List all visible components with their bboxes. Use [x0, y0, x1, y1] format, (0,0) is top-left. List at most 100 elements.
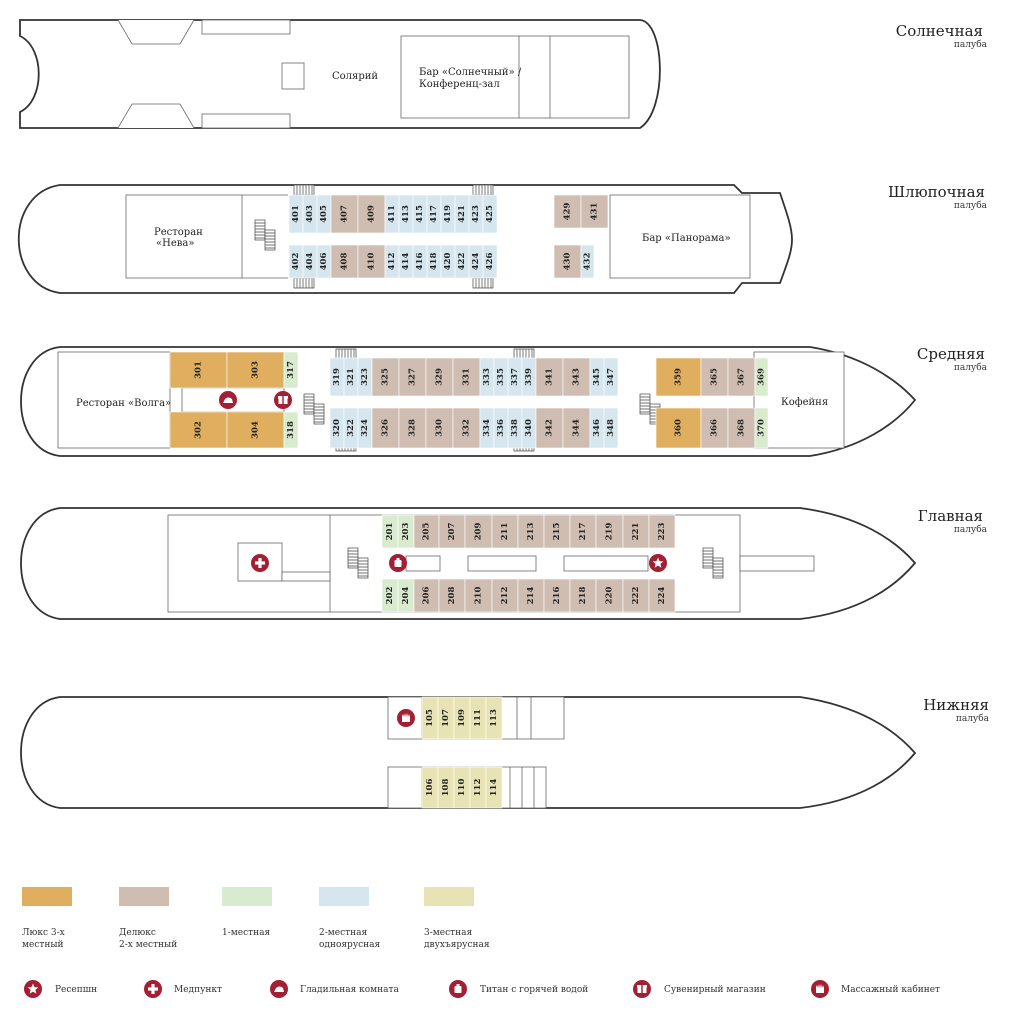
cabin-number: 404	[305, 253, 315, 271]
cabin-number: 114	[489, 779, 499, 797]
cabin-359[interactable]	[655, 357, 702, 397]
cabin-number: 218	[578, 587, 588, 605]
cabin-number: 368	[737, 419, 747, 437]
cabin-number: 107	[441, 709, 451, 727]
cabin-number: 403	[305, 205, 315, 223]
cabin-224[interactable]	[648, 578, 676, 613]
cabin-426[interactable]	[482, 244, 498, 279]
cabin-214[interactable]	[517, 578, 545, 613]
legend-icon-label: Ресепшн	[55, 985, 97, 995]
cabin-347[interactable]	[603, 357, 619, 397]
cabin-number: 346	[592, 419, 602, 437]
deck-subtitle: палуба	[954, 362, 988, 373]
cabin-409[interactable]	[357, 194, 386, 234]
stairs-icon	[293, 277, 315, 289]
corridor	[281, 571, 331, 582]
star-icon	[24, 980, 42, 998]
cabin-304[interactable]	[226, 411, 285, 449]
cabin-331[interactable]	[452, 357, 481, 397]
deck-subtitle: палуба	[954, 524, 988, 535]
cabin-number: 211	[500, 523, 510, 541]
label-rest-neva-2: «Нева»	[156, 238, 194, 249]
cabin-number: 327	[408, 368, 418, 386]
deck-subtitle: палуба	[954, 200, 988, 211]
cabin-303[interactable]	[226, 351, 285, 389]
cabin-223[interactable]	[648, 514, 676, 549]
cabin-220[interactable]	[595, 578, 624, 613]
cabin-317[interactable]	[283, 351, 299, 389]
cabin-number: 113	[489, 709, 499, 727]
cabin-348[interactable]	[603, 407, 619, 449]
cabin-216[interactable]	[543, 578, 571, 613]
legend-icon-label: Сувенирный магазин	[664, 985, 766, 995]
iron-icon	[270, 980, 288, 998]
cabin-number: 421	[457, 205, 467, 223]
cabin-number: 405	[319, 205, 329, 223]
legend-label: Люкс 3-х	[22, 928, 65, 938]
cabin-113[interactable]	[485, 696, 503, 740]
cabin-114[interactable]	[485, 766, 503, 809]
cabin-number: 347	[606, 368, 616, 386]
cabin-205[interactable]	[413, 514, 440, 549]
service-room	[467, 555, 537, 572]
cabin-number: 222	[631, 587, 641, 605]
cabin-number: 213	[526, 523, 536, 541]
stairs-icon	[254, 219, 266, 241]
cabin-332[interactable]	[452, 407, 481, 449]
cabin-number: 360	[674, 419, 684, 437]
cabin-number: 332	[462, 419, 472, 437]
cabin-number: 425	[485, 205, 495, 223]
cabin-number: 109	[457, 709, 467, 727]
cabin-329[interactable]	[425, 357, 454, 397]
deck-title: Нижняя	[923, 696, 989, 714]
cabin-207[interactable]	[438, 514, 466, 549]
bar-sun-room	[400, 35, 630, 119]
cabin-number: 335	[496, 368, 506, 386]
cabin-360[interactable]	[655, 407, 702, 449]
cabin-326[interactable]	[371, 407, 400, 449]
cabin-number: 205	[422, 523, 432, 541]
cabin-343[interactable]	[562, 357, 591, 397]
cabin-410[interactable]	[357, 244, 386, 279]
cabin-number: 322	[346, 419, 356, 437]
cabin-number: 334	[482, 419, 492, 437]
cabin-number: 337	[510, 368, 520, 386]
deck-title: Главная	[918, 507, 983, 525]
service-room	[405, 555, 441, 572]
legend-label: 2-местная	[319, 928, 367, 938]
cabin-221[interactable]	[622, 514, 650, 549]
cabin-302[interactable]	[169, 411, 228, 449]
cabin-209[interactable]	[464, 514, 493, 549]
cabin-368[interactable]	[727, 407, 756, 449]
cabin-318[interactable]	[283, 411, 299, 449]
cabin-407[interactable]	[330, 194, 359, 234]
cabin-429[interactable]	[553, 194, 582, 229]
cabin-number: 210	[474, 587, 484, 605]
cabin-370[interactable]	[754, 407, 769, 449]
cabin-325[interactable]	[371, 357, 400, 397]
legend-swatch	[119, 887, 169, 906]
cabin-number: 431	[590, 203, 600, 221]
cabin-222[interactable]	[622, 578, 650, 613]
cabin-328[interactable]	[398, 407, 427, 449]
cabin-327[interactable]	[398, 357, 427, 397]
cabin-431[interactable]	[580, 194, 609, 229]
cabin-369[interactable]	[754, 357, 769, 397]
cabin-341[interactable]	[535, 357, 564, 397]
cabin-number: 203	[401, 523, 411, 541]
cabin-212[interactable]	[491, 578, 519, 613]
cabin-number: 339	[524, 368, 534, 386]
deck-sun: Солярий Бар «Солнечный» / Конференц-зал	[19, 19, 661, 129]
cabin-408[interactable]	[330, 244, 359, 279]
cabin-366[interactable]	[700, 407, 729, 449]
cabin-425[interactable]	[482, 194, 498, 234]
cabin-330[interactable]	[425, 407, 454, 449]
cabin-215[interactable]	[543, 514, 571, 549]
cabin-217[interactable]	[569, 514, 597, 549]
cabin-432[interactable]	[580, 244, 595, 279]
cabin-number: 409	[367, 205, 377, 223]
cabin-number: 105	[425, 709, 435, 727]
cabin-367[interactable]	[727, 357, 756, 397]
cabin-206[interactable]	[413, 578, 440, 613]
